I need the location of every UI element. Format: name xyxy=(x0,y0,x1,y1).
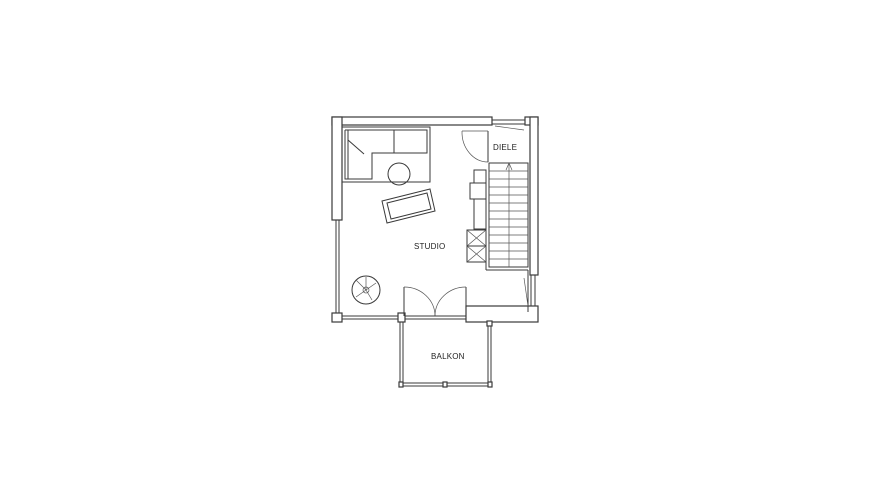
daybed xyxy=(381,188,436,224)
plant xyxy=(351,275,381,305)
round-table xyxy=(387,162,411,186)
side-window xyxy=(523,277,529,307)
storage-boxes xyxy=(466,229,487,263)
room-label-diele: DIELE xyxy=(493,143,517,152)
balcony-door xyxy=(403,286,467,320)
room-label-studio: STUDIO xyxy=(414,242,445,251)
wall-shelves xyxy=(469,169,487,230)
staircase xyxy=(488,162,529,268)
balcony xyxy=(398,320,493,388)
interior-walls xyxy=(485,170,529,312)
room-label-balkon: BALKON xyxy=(431,352,465,361)
corner-sofa xyxy=(341,126,431,183)
door-diele xyxy=(461,130,489,163)
